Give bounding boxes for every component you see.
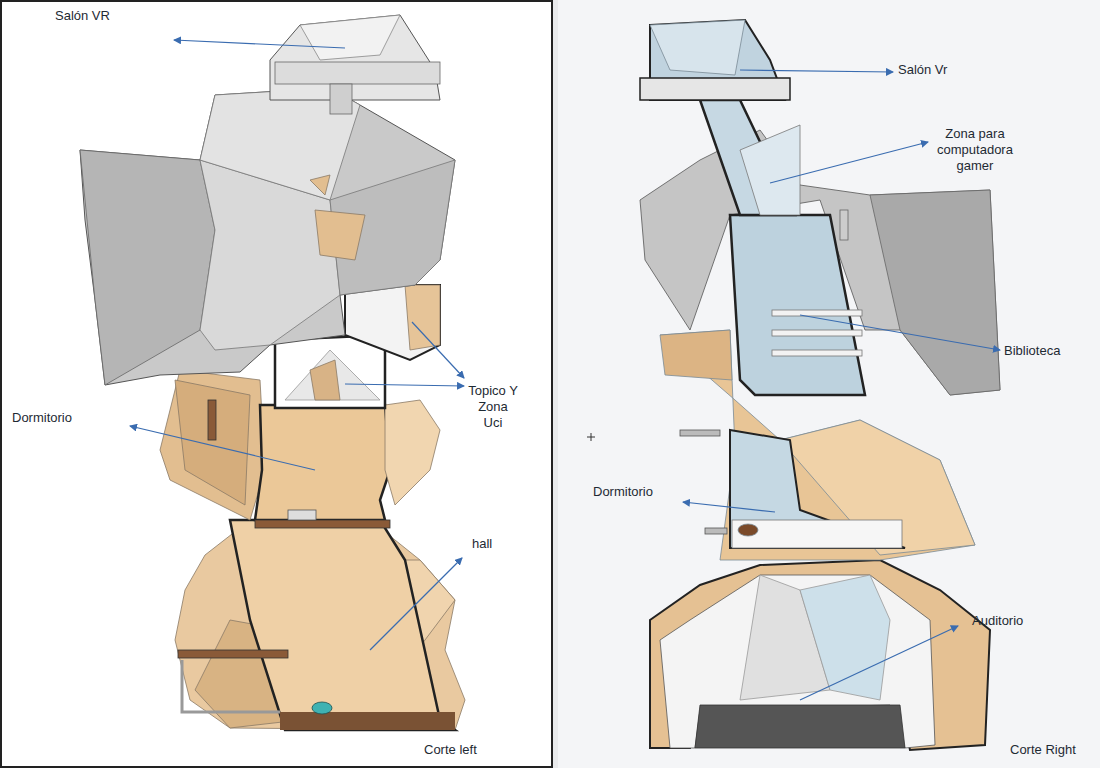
room-label: Dormitorio	[12, 410, 72, 426]
room-label: Zona para computadora gamer	[925, 126, 1025, 174]
left-building	[80, 15, 465, 730]
room-label: Auditorio	[972, 613, 1023, 629]
view-label: Corte left	[424, 742, 477, 758]
leader-lines	[130, 40, 1000, 700]
room-label: Dormitorio	[593, 484, 653, 500]
cross-mark	[587, 433, 595, 441]
view-label: Corte Right	[1010, 742, 1076, 758]
left-panel	[1, 1, 552, 767]
room-label: hall	[472, 536, 492, 552]
room-label: Salón Vr	[898, 62, 947, 78]
right-panel	[558, 0, 1100, 768]
room-label: Salón VR	[55, 8, 110, 24]
room-label: Topico Y Zona Uci	[468, 383, 518, 431]
room-label: Biblioteca	[1004, 343, 1060, 359]
